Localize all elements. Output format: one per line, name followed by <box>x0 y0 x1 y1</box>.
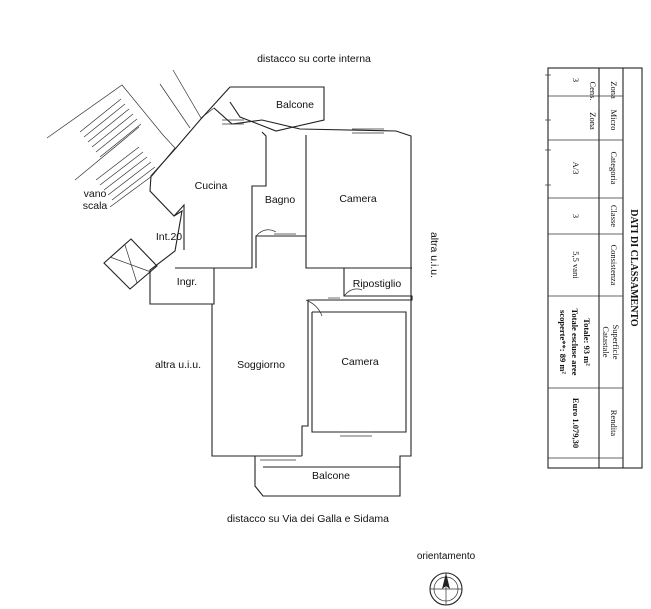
classification-table: DATI DI CLASSAMENTO Zona Cens. Micro Zon… <box>545 67 643 469</box>
room-balcone-bottom: Balcone <box>312 470 350 482</box>
room-ripostiglio: Ripostiglio <box>353 278 402 290</box>
header-superficie: Superficie <box>611 325 621 360</box>
value-superficie-totale: Totale: 93 m² <box>582 318 592 366</box>
top-label: distacco su corte interna <box>257 53 371 65</box>
room-interno: Int.20 <box>156 231 182 243</box>
value-consistenza: 5,5 vani <box>571 251 581 279</box>
room-scala: scala <box>83 200 108 212</box>
compass-icon <box>429 572 463 606</box>
room-soggiorno: Soggiorno <box>237 359 285 371</box>
right-neighbour-label: altra u.i.u. <box>428 232 440 278</box>
apartment-walls <box>149 86 413 497</box>
value-superficie-escluse: Totale escluse aree <box>570 308 580 375</box>
header-catastale: Catastale <box>601 326 611 357</box>
header-zona-micro: Zona <box>588 112 598 130</box>
value-superficie-scoperte: scoperte**: 89 m² <box>558 310 568 374</box>
value-rendita: Euro 1.079,30 <box>571 398 581 448</box>
room-bagno: Bagno <box>265 194 296 206</box>
value-zona: 3 <box>571 78 581 82</box>
bottom-label: distacco su Via dei Galla e Sidama <box>227 513 389 525</box>
room-cucina: Cucina <box>195 180 228 192</box>
header-rendita: Rendita <box>609 410 619 437</box>
lift-shaft <box>103 238 158 290</box>
header-classe: Classe <box>609 205 619 227</box>
header-categoria: Categoria <box>609 151 619 184</box>
staircase <box>46 69 215 208</box>
room-camera-top: Camera <box>339 193 377 205</box>
header-micro: Micro <box>609 110 619 131</box>
value-classe: 3 <box>571 214 581 218</box>
header-zona: Zona <box>609 81 619 99</box>
room-balcone-top: Balcone <box>276 99 314 111</box>
value-categoria: A/3 <box>571 162 581 175</box>
header-consistenza: Consistenza <box>609 244 619 285</box>
orientation-label: orientamento <box>417 551 476 562</box>
left-neighbour-label: altra u.i.u. <box>155 359 201 371</box>
table-title: DATI DI CLASSAMENTO <box>628 209 639 327</box>
room-camera-bottom: Camera <box>341 356 379 368</box>
room-ingresso: Ingr. <box>177 276 197 288</box>
header-cens: Cens. <box>588 81 598 100</box>
room-vano: vano <box>84 188 107 200</box>
